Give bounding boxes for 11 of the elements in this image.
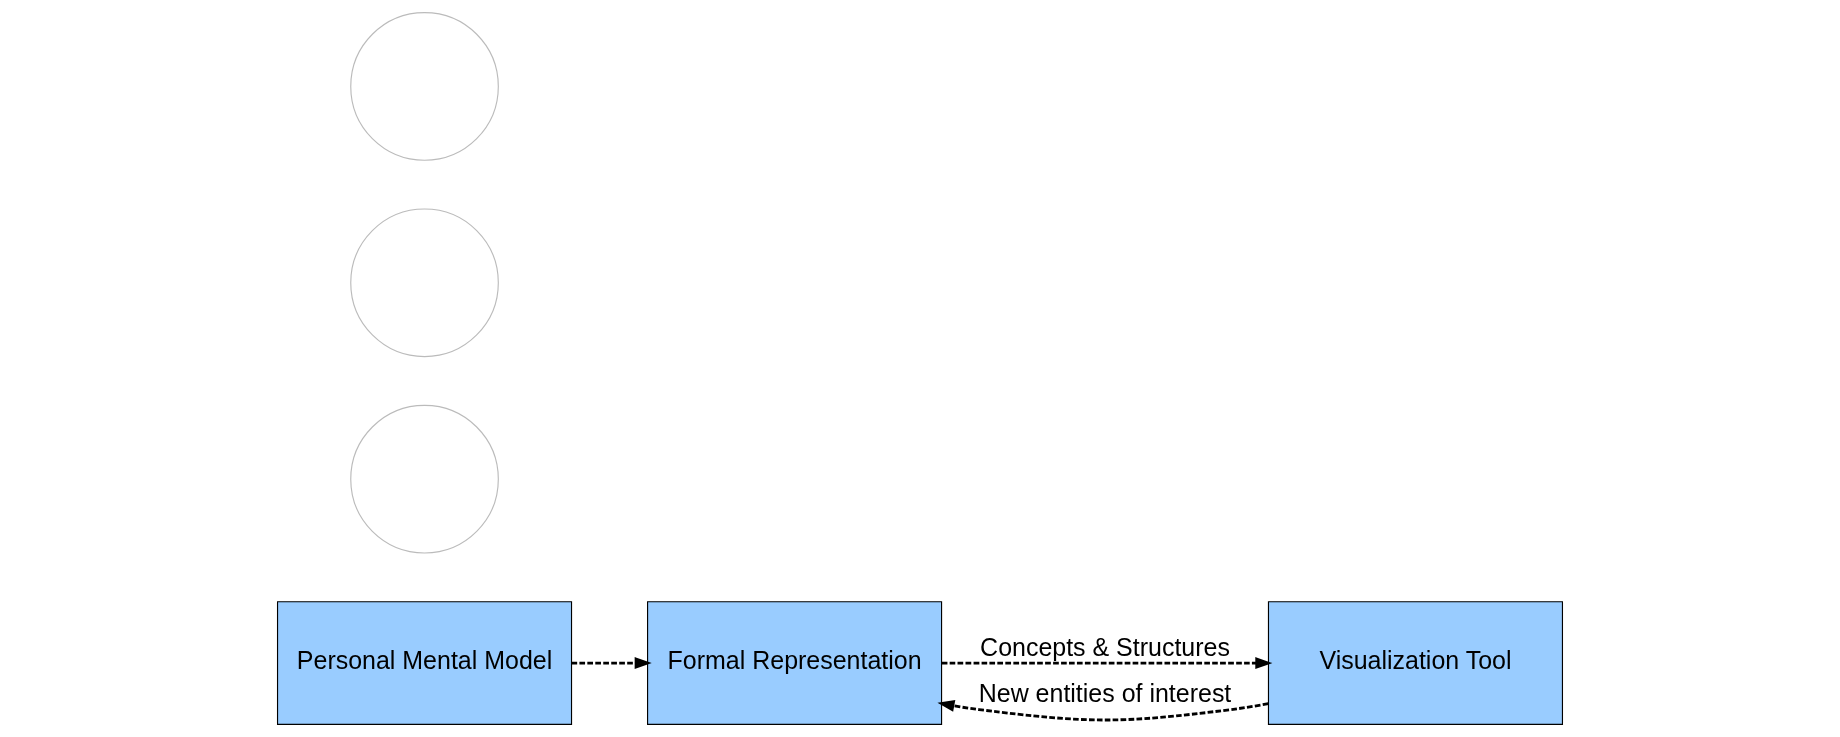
edge-label: Concepts & Structures: [980, 632, 1230, 661]
node-box: Formal Representation: [647, 601, 943, 725]
arrow: [571, 657, 652, 670]
edge-label: New entities of interest: [978, 679, 1232, 708]
arrow: [937, 700, 1269, 722]
node-box: Visualization Tool: [1267, 601, 1564, 725]
arrow: [941, 657, 1273, 670]
node-circle: [350, 12, 499, 161]
node-circle: [350, 404, 499, 554]
node-box: Personal Mental Model: [276, 601, 573, 725]
node-circle: [350, 208, 499, 358]
